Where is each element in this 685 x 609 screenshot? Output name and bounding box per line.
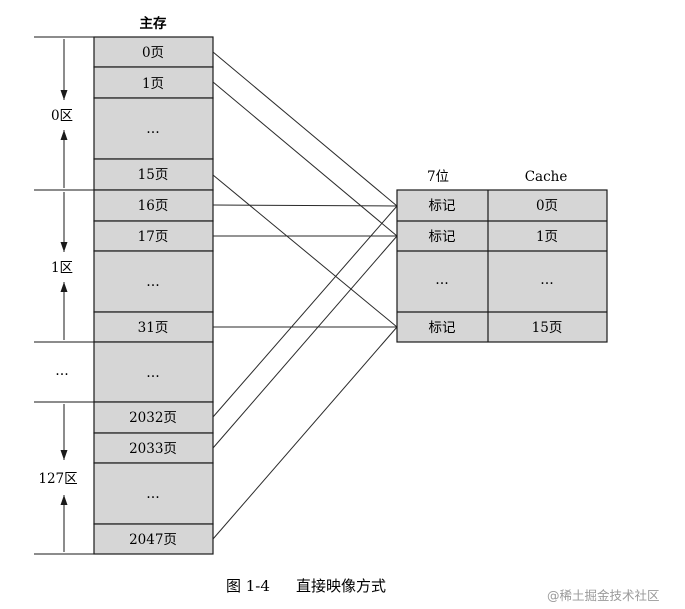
cache-tag-header: 7位	[427, 169, 449, 185]
zone-label: 1区	[51, 260, 73, 276]
memory-cell-label: 1页	[142, 76, 164, 92]
memory-cell	[93, 158, 214, 191]
mapping-line	[212, 81, 398, 237]
memory-cell-label: 2032页	[129, 410, 177, 426]
cache-page-cell: 15页	[532, 320, 563, 336]
zone-label: 127区	[38, 471, 77, 487]
memory-cell-label: …	[146, 486, 160, 502]
zone-labels: 0区 1区 … 127区	[38, 108, 77, 487]
zone-arrowheads	[60, 90, 68, 505]
cache-page-cell: …	[540, 272, 554, 288]
memory-cell-label: 2033页	[129, 441, 177, 457]
cache-labels: 标记 0页 标记 1页 … … 标记 15页	[429, 198, 563, 336]
cache-tag-cell: 标记	[429, 198, 456, 214]
main-memory-labels: 0页 1页 … 15页 16页 17页 … 31页 … 2032页 2033页 …	[129, 45, 177, 548]
figure-number: 图 1-4	[226, 577, 270, 595]
mapping-line	[212, 204, 398, 207]
memory-cell	[93, 36, 214, 68]
arrow-down-icon	[60, 90, 68, 100]
arrow-down-icon	[60, 242, 68, 252]
cache-frame	[396, 189, 608, 343]
memory-cell-label: 31页	[138, 320, 169, 336]
arrow-up-icon	[60, 282, 68, 292]
cache-page-cell: 1页	[536, 229, 558, 245]
memory-cell	[93, 401, 214, 434]
zone-label: …	[55, 363, 69, 379]
memory-cell	[93, 220, 214, 252]
zone-label: 0区	[51, 108, 73, 124]
memory-cell	[93, 66, 214, 99]
arrow-up-icon	[60, 495, 68, 505]
figure-caption: 直接映像方式	[296, 577, 386, 595]
mapping-line	[212, 205, 398, 418]
watermark: @稀土掘金技术社区	[547, 588, 660, 603]
cache-tag-cell: 标记	[429, 320, 456, 336]
memory-cell-label: …	[146, 274, 160, 290]
memory-cell	[93, 311, 214, 343]
memory-cell-label: …	[146, 121, 160, 137]
memory-cell-label: 16页	[138, 198, 169, 214]
memory-cell-label: 17页	[138, 229, 169, 245]
cache-table	[396, 189, 608, 343]
mapping-line	[212, 326, 398, 540]
arrow-down-icon	[60, 450, 68, 460]
memory-cell-label: 15页	[138, 167, 169, 183]
arrow-up-icon	[60, 130, 68, 140]
memory-cell	[93, 97, 214, 160]
memory-cell-label: …	[146, 365, 160, 381]
mapping-line	[212, 51, 398, 207]
memory-cell-label: 2047页	[129, 532, 177, 548]
cache-tag-cell: 标记	[429, 229, 456, 245]
main-memory-title: 主存	[140, 15, 167, 32]
main-memory-column	[93, 36, 214, 555]
cache-page-cell: 0页	[536, 198, 558, 214]
memory-cell	[93, 523, 214, 555]
cache-tag-cell: …	[435, 272, 449, 288]
mapping-line	[212, 235, 398, 449]
cache-data-header: Cache	[525, 169, 568, 185]
mapping-line	[212, 174, 398, 328]
mapping-lines	[212, 51, 398, 540]
memory-cell-label: 0页	[142, 45, 164, 61]
memory-cell	[93, 462, 214, 525]
